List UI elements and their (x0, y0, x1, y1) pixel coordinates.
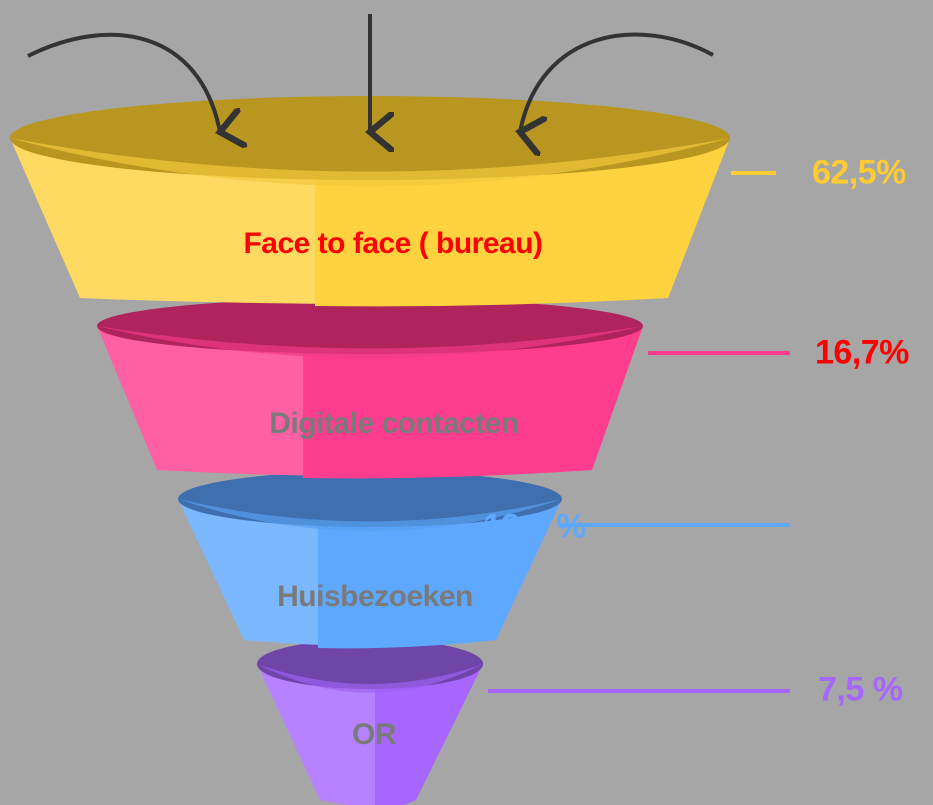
funnel-rim-huisbezoeken (178, 471, 562, 527)
funnel-rim-or (257, 639, 483, 689)
segment-label-huisbezoeken: Huisbezoeken (277, 580, 473, 613)
funnel-segment-or (257, 639, 483, 805)
curved-arrow-right-icon (520, 32, 714, 132)
funnel-rim-digitale-contacten (97, 298, 643, 354)
funnel-body-shade-or (375, 664, 483, 805)
funnel-segment-face-to-face (10, 96, 730, 307)
percent-or: 7,5 % (818, 670, 903, 709)
funnel-lip-or (257, 664, 483, 693)
funnel-body-shade-digitale-contacten (303, 326, 643, 479)
funnel-segment-digitale-contacten (97, 298, 643, 479)
segment-label-or: OR (352, 718, 397, 751)
funnel-lip-face-to-face (10, 138, 730, 187)
segment-label-face-to-face: Face to face ( bureau) (243, 227, 543, 260)
funnel-segment-huisbezoeken (178, 471, 562, 649)
percent-huisbezoeken: 13,3 % (483, 507, 586, 546)
funnel-lip-digitale-contacten (97, 326, 643, 359)
curved-arrow-left-icon (27, 32, 220, 132)
percent-digitale-contacten: 16,7% (815, 333, 909, 372)
percent-face-to-face: 62,5% (812, 153, 906, 192)
funnel-body-shade-huisbezoeken (318, 499, 562, 649)
segment-label-digitale-contacten: Digitale contacten (269, 407, 519, 440)
funnel-lip-huisbezoeken (178, 499, 562, 532)
